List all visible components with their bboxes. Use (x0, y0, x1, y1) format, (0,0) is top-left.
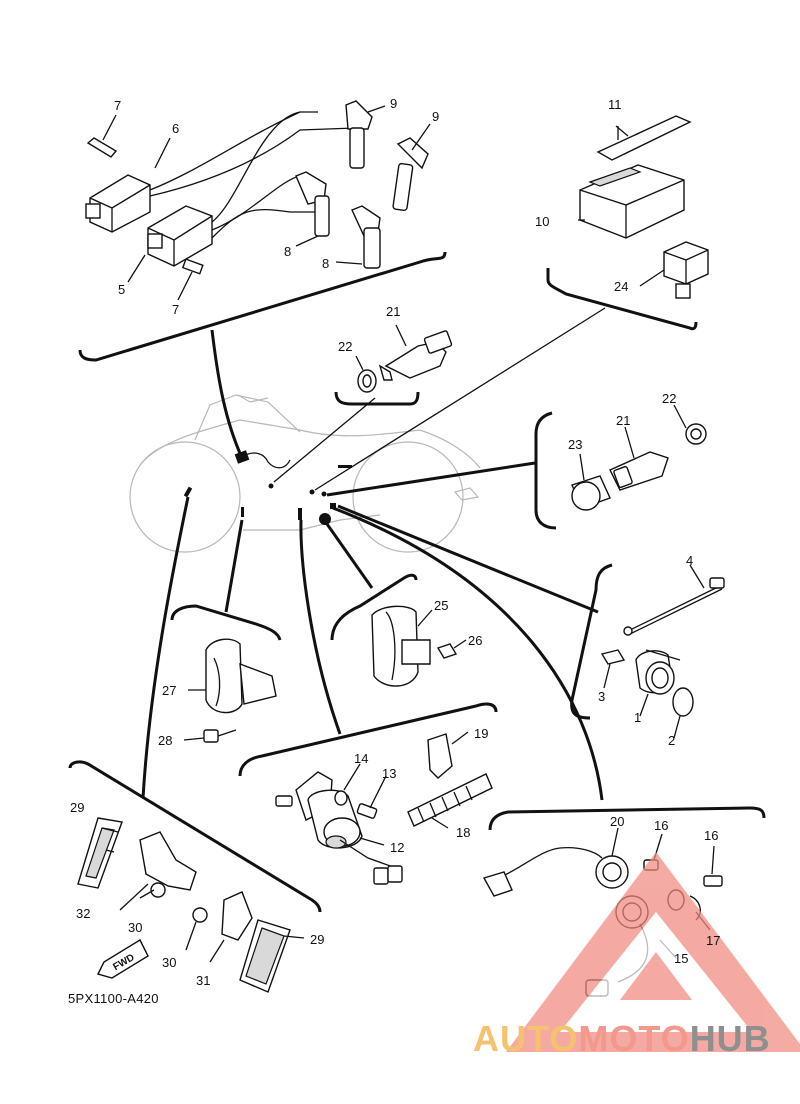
callout-10: 10 (535, 214, 549, 229)
callout-15: 15 (674, 951, 688, 966)
callout-32: 32 (76, 906, 90, 921)
callout-31: 31 (196, 973, 210, 988)
callout-20: 20 (610, 814, 624, 829)
callout-7: 7 (172, 302, 179, 317)
callout-18: 18 (456, 825, 470, 840)
callout-13: 13 (382, 766, 396, 781)
horn-left-group (170, 604, 282, 743)
starter-motor-group (238, 702, 498, 885)
callout-4: 4 (686, 553, 693, 568)
callout-9: 9 (432, 109, 439, 124)
callout-3: 3 (598, 689, 605, 704)
callout-12: 12 (390, 840, 404, 855)
callout-1: 1 (634, 710, 641, 725)
callout-25: 25 (434, 598, 448, 613)
watermark-text: AUTOMOTOHUB (473, 1018, 771, 1060)
callout-2: 2 (668, 733, 675, 748)
callout-labels: 7 6 9 9 5 7 8 8 11 10 24 21 22 22 21 23 … (70, 96, 720, 988)
callout-5: 5 (118, 282, 125, 297)
horn-group (330, 573, 467, 687)
callout-11: 11 (608, 97, 622, 112)
callout-29: 29 (70, 800, 84, 815)
callout-8: 8 (284, 244, 291, 259)
callout-28: 28 (158, 733, 172, 748)
watermark-moto: MOTO (578, 1018, 690, 1059)
callout-16: 16 (704, 828, 718, 843)
callout-21: 21 (616, 413, 630, 428)
speed-sensor-group (570, 563, 725, 739)
callout-16: 16 (654, 818, 668, 833)
callout-17: 17 (706, 933, 720, 948)
callout-27: 27 (162, 683, 176, 698)
temperature-sensor-group (334, 324, 453, 406)
callout-30: 30 (128, 920, 142, 935)
callout-9: 9 (390, 96, 397, 111)
callout-23: 23 (568, 437, 582, 452)
diagram-code: 5PX1100-A420 (68, 991, 159, 1006)
ecu-group (546, 115, 709, 331)
leader-lines (141, 307, 606, 801)
callout-19: 19 (474, 726, 488, 741)
callout-22: 22 (338, 339, 352, 354)
callout-24: 24 (614, 279, 628, 294)
callout-30: 30 (162, 955, 176, 970)
sensor-bracket-group (534, 404, 707, 530)
footrest-group (68, 760, 322, 993)
callout-7: 7 (114, 98, 121, 113)
callout-8: 8 (322, 256, 329, 271)
callout-14: 14 (354, 751, 368, 766)
ignition-coil-group (78, 100, 447, 362)
callout-6: 6 (172, 121, 179, 136)
callout-22: 22 (662, 391, 676, 406)
callout-21: 21 (386, 304, 400, 319)
watermark-auto: AUTO (473, 1018, 579, 1059)
callout-29: 29 (310, 932, 324, 947)
callout-26: 26 (468, 633, 482, 648)
watermark-logo (506, 852, 800, 1052)
watermark-hub: HUB (689, 1018, 771, 1059)
